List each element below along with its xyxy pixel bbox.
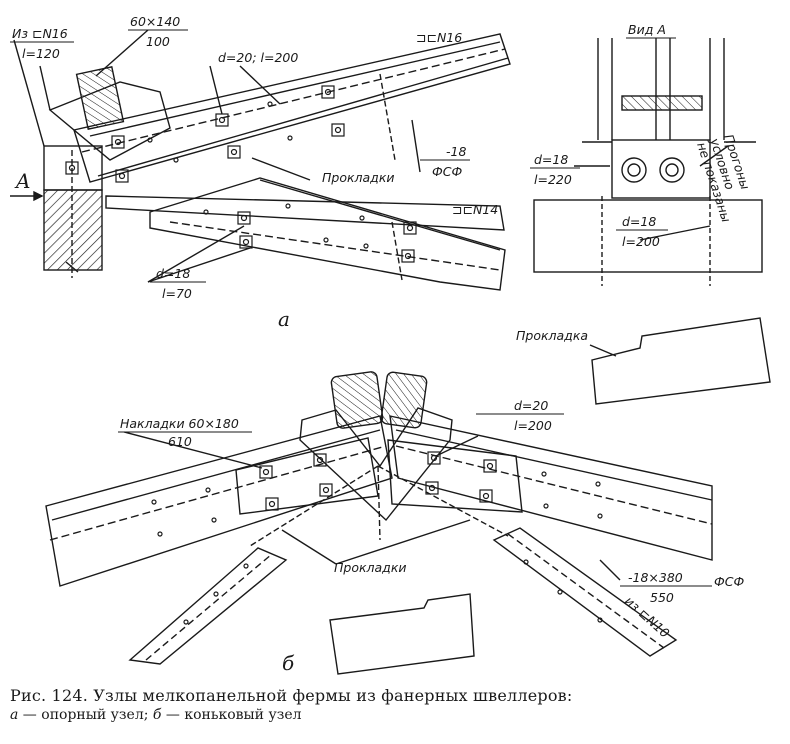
ridge-right-chord [389, 415, 713, 561]
ridge-right-diagonal [492, 527, 678, 657]
caption-a-letter: а [10, 707, 19, 723]
caption-title: Рис. 124. Узлы мелкопанельной фермы из ф… [10, 686, 573, 705]
ridge-gusset [299, 407, 453, 522]
caption-a-text: — опорный узел; [18, 707, 153, 723]
label-support-channel: Из ⊏N16 [12, 26, 68, 41]
label-view-bolt2-l: l=200 [622, 234, 660, 249]
label-ridge-bolts-l: l=200 [514, 418, 552, 433]
support-post-top [43, 145, 103, 191]
support-node-drawing [10, 29, 511, 291]
label-plate-thickness: -18 [446, 144, 466, 159]
label-pads-b: Прокладки [334, 560, 407, 575]
label-ridge-plate-length: 550 [650, 590, 674, 605]
label-top-channel: ⊐⊏N16 [416, 30, 462, 45]
top-chord [73, 33, 511, 183]
label-low-bolts-d: d=18 [156, 266, 190, 281]
pad-block [75, 66, 125, 130]
label-pads-a: Прокладки [322, 170, 395, 185]
label-ridge-plate-material: ФСФ [714, 574, 744, 589]
label-view-bolt2-d: d=18 [622, 214, 656, 229]
view-a-drawing [533, 38, 763, 286]
ridge-node-drawing [45, 371, 713, 675]
label-pad-size: 60×140 [130, 14, 180, 29]
ridge-channel-left [330, 371, 384, 429]
label-ridge-bolts-d: d=20 [514, 398, 548, 413]
ridge-bolts [151, 451, 603, 625]
label-bottom-channel: ⊐⊏N14 [452, 202, 498, 217]
lower-diagonal [149, 177, 506, 291]
label-pad-single: Прокладка [516, 328, 588, 343]
label-part-a: а [278, 307, 290, 331]
overlay-right [387, 439, 523, 513]
label-part-b: б [282, 651, 295, 675]
caption-b-text: — коньковый узел [161, 707, 302, 723]
ridge-channel-right [380, 371, 428, 429]
label-low-bolts-l: l=70 [162, 286, 192, 301]
label-top-bolts: d=20; l=200 [218, 50, 298, 65]
label-view-title: Вид А [628, 22, 666, 37]
label-support-length: l=120 [22, 46, 60, 61]
ridge-left-chord [45, 415, 393, 587]
overlay-left [235, 437, 379, 515]
label-plate-material: ФСФ [432, 164, 462, 179]
label-view-arrow: A [14, 169, 30, 193]
view-a-pad [621, 95, 703, 111]
figure-caption: Рис. 124. Узлы мелкопанельной фермы из ф… [10, 686, 780, 723]
view-a-beam [533, 199, 763, 273]
bottom-chord [105, 195, 505, 231]
pad-sketch [589, 317, 771, 405]
label-overlays: Накладки 60×180 [120, 416, 239, 431]
support-post-hatched [43, 189, 103, 271]
ridge-pad-sketch [329, 593, 475, 675]
label-ridge-plate: -18×380 [628, 570, 683, 585]
label-overlays-thickness: 610 [168, 434, 192, 449]
label-pad-thickness: 100 [146, 34, 170, 49]
label-view-bolt1-l: l=220 [534, 172, 572, 187]
ridge-left-diagonal [128, 547, 288, 665]
caption-subtitle: а — опорный узел; б — коньковый узел [10, 707, 780, 723]
label-view-bolt1-d: d=18 [534, 152, 568, 167]
caption-b-letter: б [152, 707, 162, 723]
view-a-purlin-block [611, 139, 711, 199]
support-bolts [65, 85, 417, 263]
